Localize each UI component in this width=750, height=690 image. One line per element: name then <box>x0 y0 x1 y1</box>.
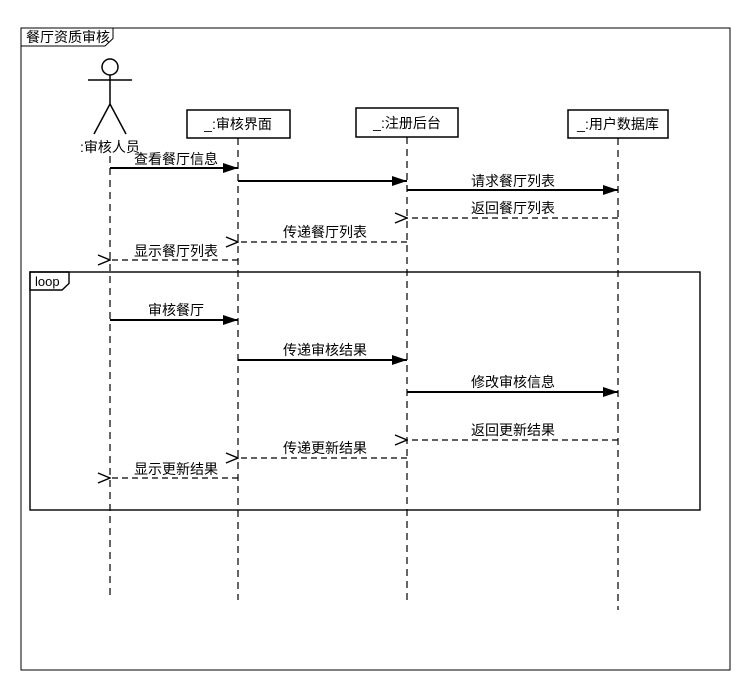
frame-border <box>20 27 731 671</box>
message-request-restaurant-list: 请求餐厅列表 <box>407 173 618 195</box>
lifeline-label: _:审核界面 <box>203 116 272 132</box>
lifeline-label: _:注册后台 <box>372 115 441 131</box>
lifeline-head-box <box>186 109 291 139</box>
loop-border <box>29 271 701 511</box>
lifeline-head-box <box>355 107 459 138</box>
message-pass-restaurant-list: 传递餐厅列表 <box>238 224 407 242</box>
message-show-restaurant-list: 显示餐厅列表 <box>110 243 238 260</box>
message-label: 修改审核信息 <box>471 374 555 390</box>
loop-operator-label: loop <box>35 274 60 289</box>
message-label: 查看餐厅信息 <box>134 151 218 167</box>
message-label: 显示更新结果 <box>134 461 218 477</box>
message-label: 审核餐厅 <box>148 302 204 318</box>
frame-title-tab <box>20 27 114 47</box>
message-show-update-result: 显示更新结果 <box>110 461 238 478</box>
message-label: 传递审核结果 <box>283 342 367 358</box>
message-label: 传递更新结果 <box>283 440 367 456</box>
message-label: 显示餐厅列表 <box>134 243 218 259</box>
message-review-restaurant: 审核餐厅 <box>110 302 238 325</box>
actor-label: :审核人员 <box>80 139 140 155</box>
message-modify-review-info: 修改审核信息 <box>407 374 618 397</box>
lifeline-user-database: _:用户数据库 <box>567 109 669 610</box>
loop-fragment: loop <box>29 271 701 511</box>
message-label: 请求餐厅列表 <box>471 173 555 189</box>
message-pass-review-result: 传递审核结果 <box>238 342 407 365</box>
frame-title: 餐厅资质审核 <box>26 29 110 45</box>
loop-tab <box>29 271 70 291</box>
message-view-restaurant-info: 查看餐厅信息 <box>110 151 238 173</box>
message-label: 返回更新结果 <box>471 422 555 438</box>
actor-body-icon <box>88 75 132 135</box>
diagram-frame: 餐厅资质审核 <box>20 27 731 671</box>
message-label: 传递餐厅列表 <box>283 224 367 240</box>
message-pass-update-result: 传递更新结果 <box>238 440 407 458</box>
message-label: 返回餐厅列表 <box>471 200 555 216</box>
message-return-update-result: 返回更新结果 <box>407 422 618 440</box>
actor-reviewer: :审核人员 <box>80 58 140 600</box>
message-return-restaurant-list: 返回餐厅列表 <box>407 200 618 218</box>
lifeline-label: _:用户数据库 <box>576 116 659 132</box>
actor-head-icon <box>101 58 119 76</box>
lifeline-review-interface: _:审核界面 <box>186 109 291 600</box>
messages: 查看餐厅信息 请求餐厅列表 返回餐厅列表 传递餐厅列表 显示餐厅列表 审核餐厅 <box>110 151 618 478</box>
